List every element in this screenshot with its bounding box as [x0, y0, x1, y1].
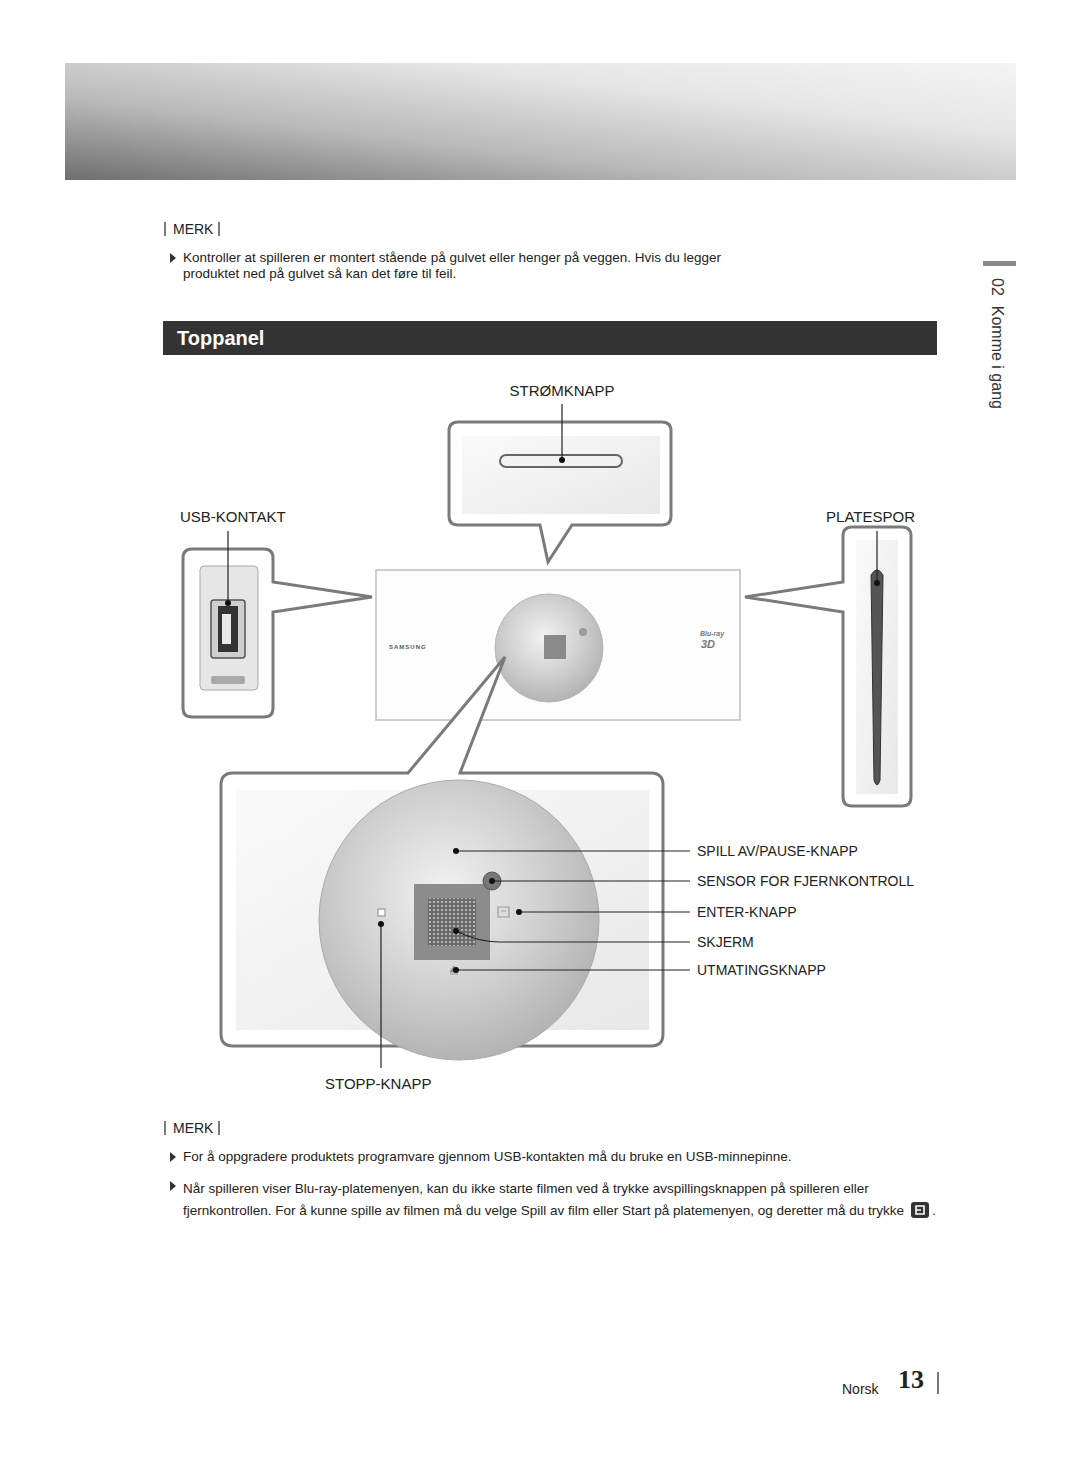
note-heading: MERK — [173, 1120, 213, 1137]
3d-logo: 3D — [701, 638, 715, 651]
part-label: ENTER-KNAPP — [697, 904, 797, 921]
header-band — [65, 63, 1016, 180]
chapter-tab: 02Komme i gang — [988, 278, 1007, 409]
note-text-block: Når spilleren viser Blu-ray-platemenyen,… — [183, 1178, 953, 1221]
usb-callout — [183, 549, 372, 717]
power-callout — [449, 422, 671, 562]
slot-callout — [745, 527, 911, 806]
part-label: UTMATINGSKNAPP — [697, 962, 826, 979]
page-number: 13 — [898, 1364, 924, 1395]
side-tab — [983, 261, 1016, 266]
note-text: For å oppgradere produktets programvare … — [183, 1149, 943, 1165]
note-text: Kontroller at spilleren er montert ståen… — [183, 250, 723, 282]
part-label: SKJERM — [697, 934, 754, 951]
part-label: USB-KONTAKT — [180, 508, 286, 526]
chapter-number: 02 — [989, 278, 1006, 296]
section-band: Toppanel — [163, 321, 937, 355]
part-label: PLATESPOR — [826, 508, 915, 526]
part-label: SENSOR FOR FJERNKONTROLL — [697, 873, 914, 890]
bluray-logo: Blu-ray — [700, 630, 724, 638]
brand-logo: SAMSUNG — [389, 644, 427, 651]
chapter-title: Komme i gang — [989, 306, 1006, 409]
footer-bar — [937, 1372, 938, 1394]
note-heading: MERK — [173, 221, 213, 238]
leader-dots — [225, 457, 880, 973]
leader-lines — [228, 404, 877, 1068]
disc-callout — [221, 657, 663, 1060]
note-text: Når spilleren viser Blu-ray-platemenyen,… — [183, 1181, 904, 1218]
player-device — [376, 570, 740, 720]
footer-language: Norsk — [842, 1381, 879, 1398]
section-title: Toppanel — [177, 321, 923, 355]
part-label: STOPP-KNAPP — [325, 1075, 431, 1093]
part-label: SPILL AV/PAUSE-KNAPP — [697, 843, 858, 860]
punctuation: . — [932, 1203, 936, 1218]
bullet-marks — [170, 253, 176, 1191]
enter-icon — [910, 1201, 930, 1219]
part-label: STRØMKNAPP — [509, 382, 614, 400]
